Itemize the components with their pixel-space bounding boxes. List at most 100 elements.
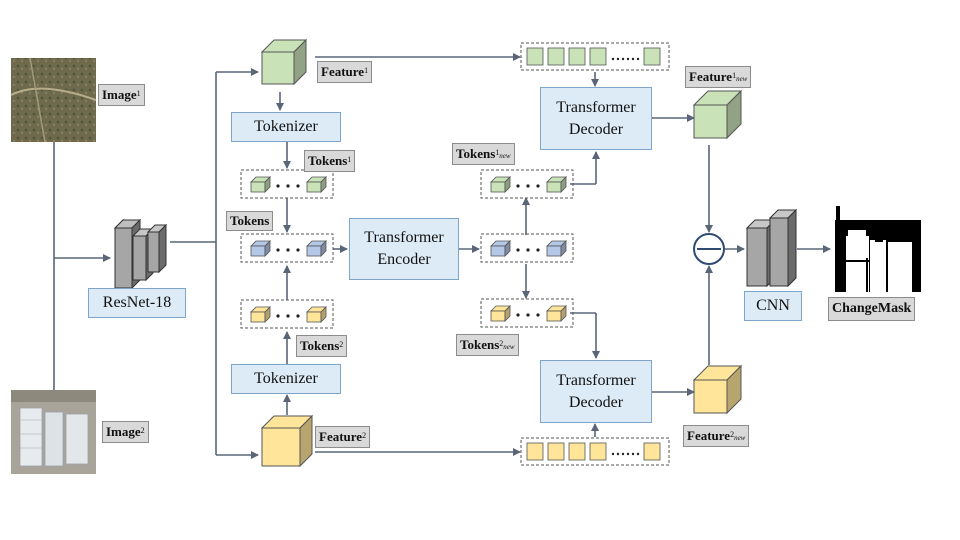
shape-layer (240, 38, 743, 468)
tokens-2-new-row-token-first-icon (490, 305, 511, 322)
feature-2-sequence-cell-last (643, 442, 661, 461)
tokens-1-new-row-ellipsis (516, 184, 540, 188)
cnn-box: CNN (744, 291, 802, 321)
tokens-2-label: Tokens (300, 338, 340, 353)
transformer-decoder-bottom-box: Transformer Decoder (540, 360, 652, 423)
tokenizer-arrows (276, 92, 600, 415)
tokens-2-row-frame (240, 299, 334, 329)
tokens-1-row-ellipsis (276, 184, 300, 188)
feature-1-new-sub: new (736, 75, 748, 83)
transformer-encoder-box: Transformer Encoder (349, 218, 459, 280)
feature-1-new-cube-icon (692, 89, 743, 140)
feature-sequence-arrows (315, 53, 831, 456)
tokens-2-new-row-frame (480, 298, 574, 328)
tokens-encoded-row-ellipsis (516, 248, 540, 252)
feature-1-sequence-cell-last (643, 47, 661, 66)
feature-2-sequence-cell-4 (589, 442, 607, 461)
tokenizer-bottom-label: Tokenizer (254, 370, 318, 387)
tokens-concat-label: Tokens (230, 213, 270, 228)
tokens-encoded-row-token-first-icon (490, 240, 511, 257)
resnet-box: ResNet-18 (88, 288, 186, 318)
image-1-label: Image (102, 87, 137, 102)
tokens-concat-row-ellipsis (276, 248, 300, 252)
feature-2-sequence-frame (520, 437, 670, 466)
tokenizer-top-label: Tokenizer (254, 118, 318, 135)
feature-1-sequence-cell-1 (526, 47, 544, 66)
tokens-1-new-row-token-first-icon (490, 176, 511, 193)
tokens-concat-tag: Tokens (226, 211, 274, 231)
feature-2-sequence-cell-3 (568, 442, 586, 461)
feature-1-sup: 1 (364, 65, 369, 75)
tokens-1-new-row-frame (480, 169, 574, 199)
feature-1-sequence-cell-3 (568, 47, 586, 66)
decoder-top-line-1: Transformer (556, 98, 636, 116)
tokens-2-row-ellipsis (276, 314, 300, 318)
tokens-2-new-row-token-last-icon (546, 305, 567, 322)
tokens-2-new-row-ellipsis (516, 313, 540, 317)
feature-2-new-sub: new (734, 434, 746, 442)
feature-2-new-cube-icon (692, 364, 743, 415)
feature-1-new-sup: 1 (732, 70, 737, 80)
tokens-1-row-token-last-icon (306, 176, 327, 193)
tokens-concat-row-frame (240, 233, 334, 263)
tokens-2-new-sup: 2 (499, 338, 504, 348)
change-mask-tag: ChangeMask (828, 297, 916, 321)
feature-1-label: Feature (321, 64, 365, 79)
feature-1-sequence-ellipsis (611, 57, 640, 61)
tokens-encoded-row-frame (480, 233, 574, 263)
image-2-label: Image (106, 424, 141, 439)
tokens-2-sup: 2 (339, 339, 344, 349)
image-1-thumbnail (10, 57, 97, 143)
feature-2-new-sup: 2 (730, 429, 735, 439)
image-1-sup: 1 (136, 88, 141, 98)
tokens-2-new-sub: new (503, 343, 515, 351)
feature-2-new-label: Feature (687, 428, 731, 443)
feature-2-sequence-ellipsis (611, 452, 640, 456)
tokens-1-row-token-first-icon (250, 176, 271, 193)
feature-1-sequence-frame (520, 42, 670, 71)
input-trunk (53, 68, 259, 459)
feature-2-cube-icon (260, 414, 314, 468)
tokens-1-new-label: Tokens (456, 146, 496, 161)
feature-1-sequence-cell-4 (589, 47, 607, 66)
change-mask-label: ChangeMask (832, 301, 912, 316)
tokens-1-sup: 1 (347, 154, 352, 164)
tokens-2-row-token-first-icon (250, 306, 271, 323)
transformer-decoder-top-box: Transformer Decoder (540, 87, 652, 150)
change-mask-image (835, 206, 921, 292)
decoder-top-line-2: Decoder (568, 120, 624, 138)
feature-2-sequence-cell-1 (526, 442, 544, 461)
tokens-concat-row-token-last-icon (306, 240, 327, 257)
tokens-2-row-token-last-icon (306, 306, 327, 323)
encoder-line-1: Transformer (364, 229, 444, 246)
tokens-1-new-row-token-last-icon (546, 176, 567, 193)
image-2-sup: 2 (140, 425, 145, 435)
decoder-bottom-line-1: Transformer (556, 371, 636, 389)
tokens-encoded-row-token-last-icon (546, 240, 567, 257)
tokens-1-new-sub: new (499, 152, 511, 160)
resnet-layer-stack-icon (113, 218, 168, 290)
tokens-2-new-label: Tokens (460, 337, 500, 352)
tokens-concat-row-token-first-icon (250, 240, 271, 257)
tokenizer-top-box: Tokenizer (231, 112, 341, 142)
cnn-layer-stack-icon (745, 208, 798, 288)
feature-2-sequence-cell-2 (547, 442, 565, 461)
feature-1-sequence-cell-2 (547, 47, 565, 66)
tokens-1-label: Tokens (308, 153, 348, 168)
tokens-1-row-frame (240, 169, 334, 199)
image-2-thumbnail (11, 390, 96, 474)
resnet-label: ResNet-18 (102, 294, 172, 311)
encoder-line-2: Encoder (377, 251, 431, 268)
cnn-label: CNN (756, 297, 790, 314)
